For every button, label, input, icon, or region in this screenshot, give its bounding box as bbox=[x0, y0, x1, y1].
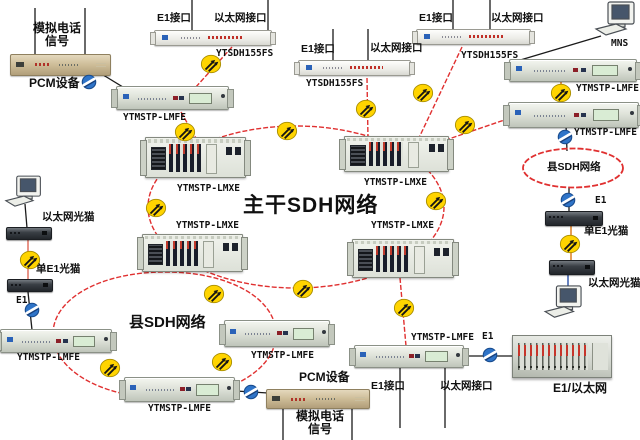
computer-icon bbox=[543, 285, 585, 321]
label-lmfe-county-left: YTMSTP-LMFE bbox=[17, 352, 80, 363]
label-pcm-top: PCM设备 bbox=[29, 76, 80, 90]
device-ytsdh155fs-left bbox=[150, 30, 276, 46]
label-lmxe-topleft: YTMSTP-LMXE bbox=[177, 183, 240, 194]
device-lmfe-county-bottom bbox=[119, 377, 240, 402]
label-e1-port-topmid: E1接口 bbox=[301, 43, 335, 55]
label-mns: MNS bbox=[611, 38, 629, 49]
device-lmxe-bottomright bbox=[347, 239, 459, 278]
lightning-icon bbox=[454, 114, 476, 136]
label-analog-phone-top-1: 模拟电话 bbox=[33, 21, 82, 35]
label-eth-port-bottom: 以太网接口 bbox=[440, 380, 493, 392]
label-lmfe-right2: YTMSTP-LMFE bbox=[574, 127, 637, 138]
label-ytsdh-mid: YTSDH155FS bbox=[306, 78, 364, 89]
lightning-icon bbox=[145, 197, 167, 219]
label-backbone-title: 主干SDH网络 bbox=[243, 194, 379, 217]
device-lmfe-right2 bbox=[503, 102, 640, 128]
label-e1-eth-rack: E1/以太网 bbox=[553, 381, 608, 395]
label-single-e1-modem-left: 单E1光猫 bbox=[36, 263, 81, 275]
label-e1-port-topleft: E1接口 bbox=[157, 12, 191, 24]
label-eth-port-topright: 以太网接口 bbox=[491, 12, 544, 24]
device-lmxe-topleft bbox=[140, 137, 251, 178]
label-ytsdh-left: YTSDH155FS bbox=[216, 48, 274, 59]
label-e1-port-bottom: E1接口 bbox=[371, 380, 405, 392]
device-lmxe-topright bbox=[339, 136, 454, 172]
label-pcm-bottom: PCM设备 bbox=[299, 370, 350, 384]
lightning-icon bbox=[292, 278, 314, 300]
label-ytsdh-right: YTSDH155FS bbox=[461, 50, 519, 61]
device-pcm-top bbox=[10, 54, 111, 76]
label-eth-modem-left: 以太网光猫 bbox=[42, 211, 95, 223]
lightning-icon bbox=[412, 82, 434, 104]
label-e1-left: E1 bbox=[16, 295, 28, 306]
orange-links bbox=[27, 82, 572, 280]
device-e1-ethernet-rack bbox=[512, 335, 612, 378]
lightning-icon bbox=[99, 357, 121, 379]
label-lmfe-right1: YTMSTP-LMFE bbox=[576, 83, 639, 94]
device-lmfe-bottomright bbox=[349, 345, 469, 368]
device-e1-modem-right bbox=[545, 211, 603, 226]
lightning-icon bbox=[355, 98, 377, 120]
label-lmfe-county-mid: YTMSTP-LMFE bbox=[251, 350, 314, 361]
label-eth-port-topmid: 以太网接口 bbox=[370, 42, 423, 54]
lightning-icon bbox=[276, 120, 298, 142]
lightning-icon bbox=[211, 351, 233, 373]
lightning-icon bbox=[393, 297, 415, 319]
optical-converter-icon bbox=[482, 347, 498, 363]
device-ytsdh155fs-mid bbox=[294, 60, 415, 76]
device-pcm-bottom bbox=[266, 389, 370, 409]
device-e1-modem-left bbox=[7, 279, 53, 292]
label-single-e1-modem-right: 单E1光猫 bbox=[584, 225, 629, 237]
label-lmfe-county-bottom: YTMSTP-LMFE bbox=[148, 403, 211, 414]
device-lmfe-county-mid bbox=[219, 320, 335, 347]
label-eth-modem-right: 以太网光猫 bbox=[588, 277, 640, 289]
lightning-icon bbox=[559, 233, 581, 255]
label-lmxe-topright: YTMSTP-LMXE bbox=[364, 177, 427, 188]
label-lmfe-topleft: YTMSTP-LMFE bbox=[123, 112, 186, 123]
label-analog-phone-top-2: 信号 bbox=[45, 34, 70, 48]
label-analog-phone-bottom-1: 模拟电话 bbox=[296, 409, 345, 423]
label-county-ring-left: 县SDH网络 bbox=[129, 314, 206, 331]
label-lmfe-bottomright: YTMSTP-LMFE bbox=[411, 332, 474, 343]
computer-icon-mns bbox=[594, 1, 638, 39]
lightning-icon bbox=[174, 121, 196, 143]
label-lmxe-bottomright: YTMSTP-LMXE bbox=[371, 220, 434, 231]
label-analog-phone-bottom-2: 信号 bbox=[308, 422, 333, 436]
label-lmxe-bottomleft: YTMSTP-LMXE bbox=[176, 220, 239, 231]
optical-converter-icon bbox=[81, 74, 97, 90]
label-e1-bottomright: E1 bbox=[482, 331, 494, 342]
optical-converter-icon bbox=[243, 384, 259, 400]
device-eth-modem-right bbox=[549, 260, 595, 275]
county-ring-right-ellipse bbox=[522, 147, 624, 189]
label-e1-right: E1 bbox=[595, 195, 607, 206]
device-lmfe-county-left bbox=[0, 329, 117, 353]
lightning-icon bbox=[425, 190, 447, 212]
computer-icon bbox=[4, 175, 44, 210]
device-lmfe-topleft bbox=[111, 86, 234, 110]
device-lmxe-bottomleft bbox=[137, 234, 248, 272]
label-eth-port-topleft: 以太网接口 bbox=[214, 12, 267, 24]
county-ring-left bbox=[52, 271, 277, 399]
device-ytsdh155fs-right bbox=[412, 29, 535, 45]
device-lmfe-right1 bbox=[504, 59, 640, 82]
label-e1-port-topright: E1接口 bbox=[419, 12, 453, 24]
lightning-icon bbox=[550, 82, 572, 104]
optical-converter-icon bbox=[560, 192, 576, 208]
label-county-ring-right: 县SDH网络 bbox=[547, 161, 601, 173]
optical-converter-icon bbox=[557, 129, 573, 145]
device-eth-modem-left bbox=[6, 227, 52, 240]
lightning-icon bbox=[203, 283, 225, 305]
